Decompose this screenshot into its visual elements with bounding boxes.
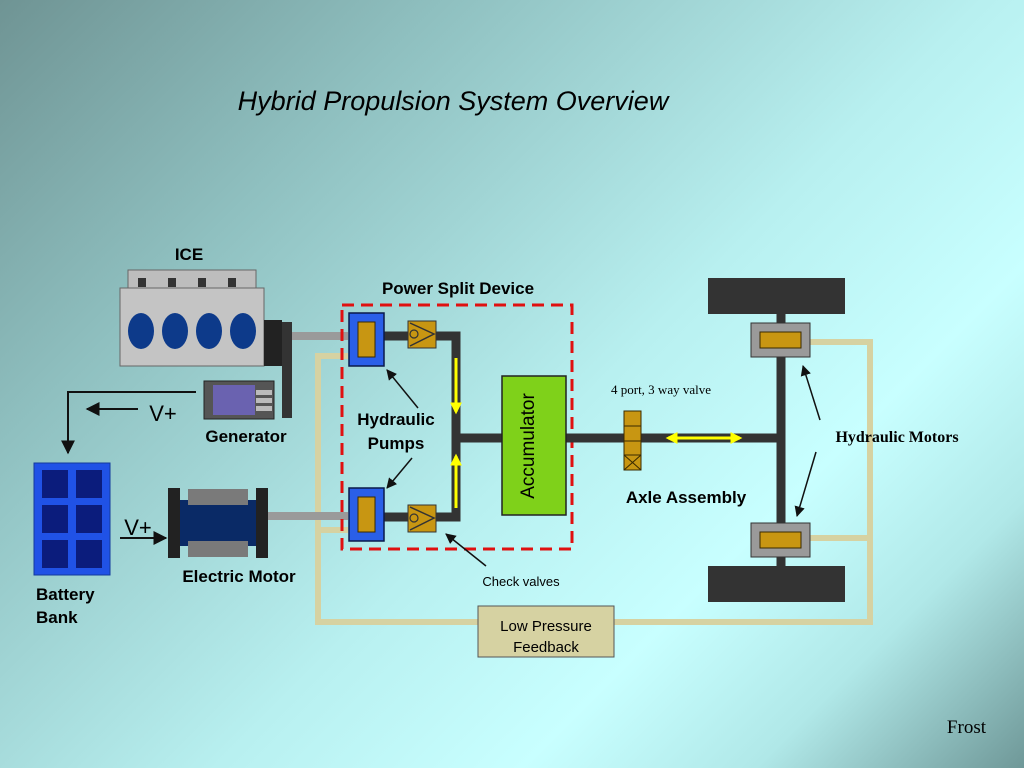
flow-arrows xyxy=(450,358,743,508)
hydraulic-pumps-label-line1: Hydraulic xyxy=(357,410,434,429)
pump-pointer-top xyxy=(386,369,419,409)
three-way-valve xyxy=(623,410,642,471)
check-valve-top xyxy=(407,320,437,349)
motor-pointer-top xyxy=(800,364,821,421)
check-valve-pointer xyxy=(445,533,487,567)
ice-engine xyxy=(119,269,282,367)
hydraulic-motors-label: Hydraulic Motors xyxy=(835,429,958,446)
battery-bank-label-line2: Bank xyxy=(36,608,78,627)
generator-shaft xyxy=(282,322,292,418)
hydraulic-motor-top xyxy=(750,322,811,358)
electric-motor-label: Electric Motor xyxy=(182,567,296,586)
voltage-label-top: V+ xyxy=(149,401,177,426)
voltage-label-bottom: V+ xyxy=(124,515,152,540)
axle-assembly-label: Axle Assembly xyxy=(626,488,747,507)
motor-pointer-bottom xyxy=(794,451,817,518)
check-valves-label: Check valves xyxy=(482,574,560,589)
battery-charge-arrow xyxy=(61,391,196,455)
check-valve-bottom xyxy=(407,504,437,533)
hydraulic-pumps-label-line2: Pumps xyxy=(368,434,425,453)
battery-bank xyxy=(33,462,111,576)
battery-bank-label-line1: Battery xyxy=(36,585,95,604)
generator xyxy=(203,380,275,420)
accumulator xyxy=(501,375,567,516)
high-pressure-lines xyxy=(384,305,786,566)
wheel-bottom xyxy=(708,566,845,602)
motor-shaft xyxy=(268,512,348,520)
generator-label: Generator xyxy=(205,427,287,446)
valve-label: 4 port, 3 way valve xyxy=(611,382,711,397)
low-pressure-label-line2: Feedback xyxy=(513,639,579,656)
author-label: Frost xyxy=(947,717,987,738)
low-pressure-label-line1: Low Pressure xyxy=(500,618,592,635)
electric-motor xyxy=(168,488,268,558)
ice-shaft xyxy=(282,332,348,340)
wheel-top xyxy=(708,278,845,314)
low-pressure-feedback-box xyxy=(477,605,615,658)
power-split-device-boundary xyxy=(340,303,574,551)
ice-label: ICE xyxy=(175,245,203,264)
slide-title: Hybrid Propulsion System Overview xyxy=(238,86,670,116)
hydraulic-motor-bottom xyxy=(750,522,811,558)
hydraulic-pump-top xyxy=(348,312,385,367)
accumulator-label: Accumulator xyxy=(518,393,539,499)
power-split-device-label: Power Split Device xyxy=(382,279,534,298)
pump-pointer-bottom xyxy=(386,457,413,489)
low-pressure-lines xyxy=(315,339,873,625)
hydraulic-pump-bottom xyxy=(348,487,385,542)
